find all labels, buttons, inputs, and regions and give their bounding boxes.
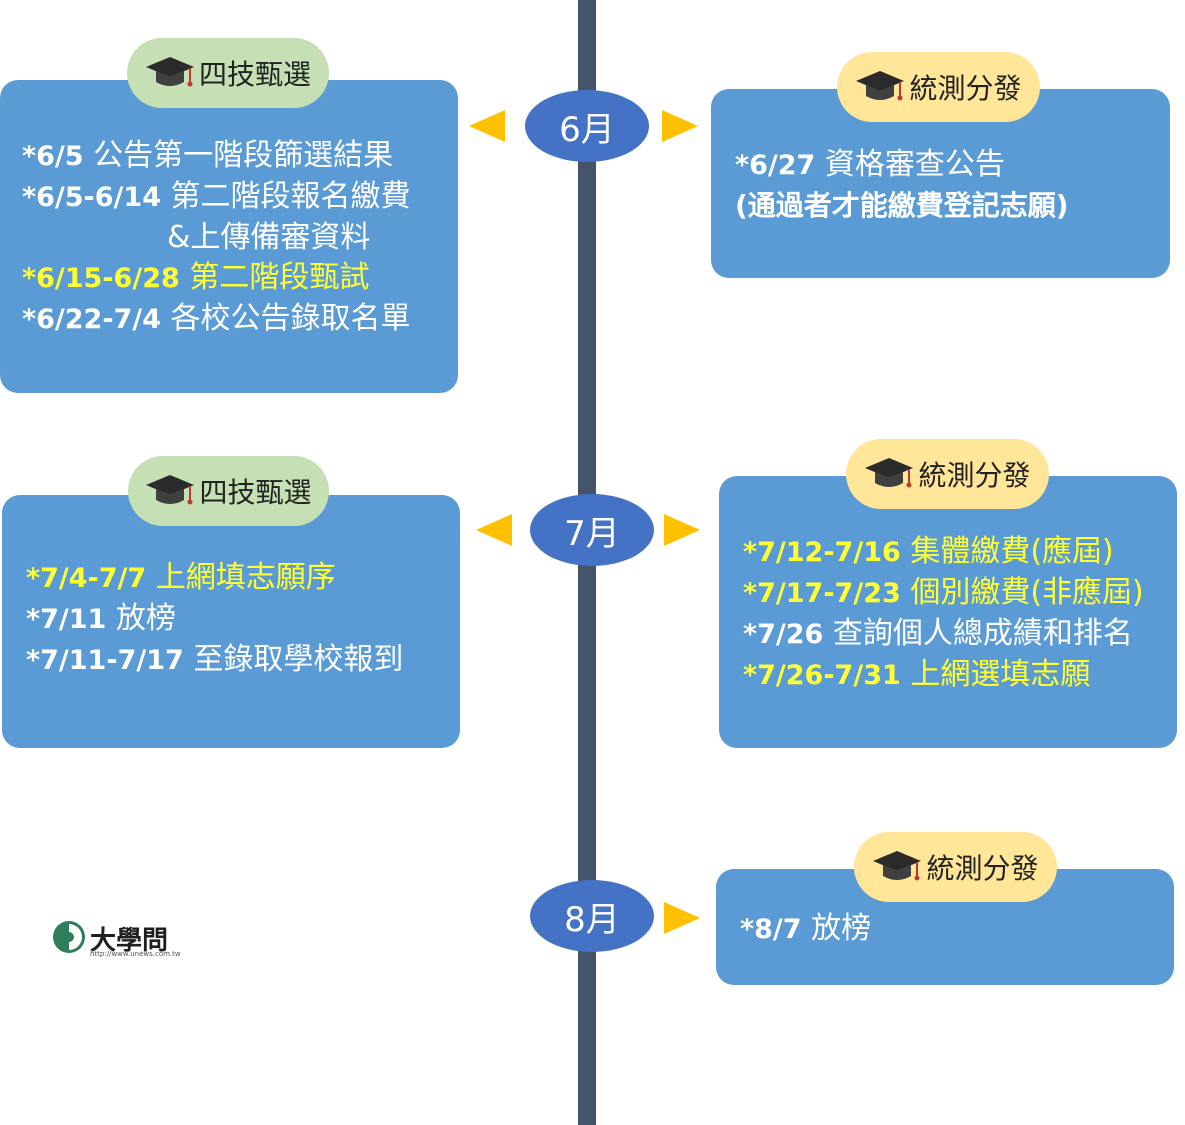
badge-label: 統測分發: [909, 72, 1022, 105]
arrow-right: [662, 110, 698, 142]
arrow-left: [476, 514, 512, 546]
event-line: *7/26 查詢個人總成績和排名: [743, 616, 1133, 651]
four-tech-badge: 四技甄選: [127, 38, 329, 108]
event-line: &上傳備審資料: [167, 220, 371, 255]
month-july: 7月: [530, 494, 654, 566]
event-line-highlight: *7/26-7/31 上網選填志願: [743, 657, 1091, 692]
event-line-highlight: *6/15-6/28 第二階段甄試: [22, 260, 370, 295]
graduation-cap-icon: [865, 458, 914, 488]
badge-label: 統測分發: [926, 852, 1039, 885]
exam-dist-badge: 統測分發: [846, 439, 1049, 509]
graduation-cap-icon: [145, 57, 194, 87]
june-four-tech-box: *6/5 公告第一階段篩選結果 *6/5-6/14 第二階段報名繳費 &上傳備審…: [0, 80, 458, 393]
event-line: *7/11-7/17 至錄取學校報到: [26, 642, 404, 677]
july-exam-dist-box: *7/12-7/16 集體繳費(應屆) *7/17-7/23 個別繳費(非應屆)…: [719, 476, 1177, 748]
logo: 大學問 http://www.unews.com.tw: [52, 920, 181, 958]
exam-dist-badge: 統測分發: [854, 832, 1057, 902]
four-tech-badge: 四技甄選: [128, 456, 329, 526]
arrow-right: [664, 514, 700, 546]
month-june: 6月: [525, 90, 649, 162]
exam-dist-badge: 統測分發: [837, 52, 1040, 122]
event-line-highlight: *7/17-7/23 個別繳費(非應屆): [743, 575, 1144, 610]
logo-mark-icon: [53, 921, 85, 953]
event-line: (通過者才能繳費登記志願): [735, 189, 1069, 222]
event-line: *7/11 放榜: [26, 601, 176, 636]
logo-url: http://www.unews.com.tw: [90, 950, 181, 958]
month-august: 8月: [530, 880, 654, 952]
event-line-highlight: *7/4-7/7 上網填志願序: [26, 560, 336, 595]
event-line: *6/27 資格審查公告: [735, 147, 1005, 182]
badge-label: 統測分發: [918, 459, 1031, 492]
july-four-tech-box: *7/4-7/7 上網填志願序 *7/11 放榜 *7/11-7/17 至錄取學…: [2, 495, 460, 748]
event-line: *6/22-7/4 各校公告錄取名單: [22, 301, 411, 336]
event-line-highlight: *7/12-7/16 集體繳費(應屆): [743, 534, 1114, 569]
arrow-right: [664, 902, 700, 934]
june-exam-dist-box: *6/27 資格審查公告 (通過者才能繳費登記志願): [711, 89, 1170, 278]
event-line: *8/7 放榜: [740, 911, 872, 946]
logo-name: 大學問: [90, 926, 169, 956]
event-line: *6/5 公告第一階段篩選結果: [22, 138, 394, 173]
badge-label: 四技甄選: [198, 58, 311, 91]
graduation-cap-icon: [146, 475, 195, 505]
graduation-cap-icon: [856, 71, 905, 101]
arrow-left: [469, 110, 505, 142]
event-line: *6/5-6/14 第二階段報名繳費: [22, 179, 411, 214]
graduation-cap-icon: [873, 851, 922, 881]
badge-label: 四技甄選: [199, 476, 312, 509]
